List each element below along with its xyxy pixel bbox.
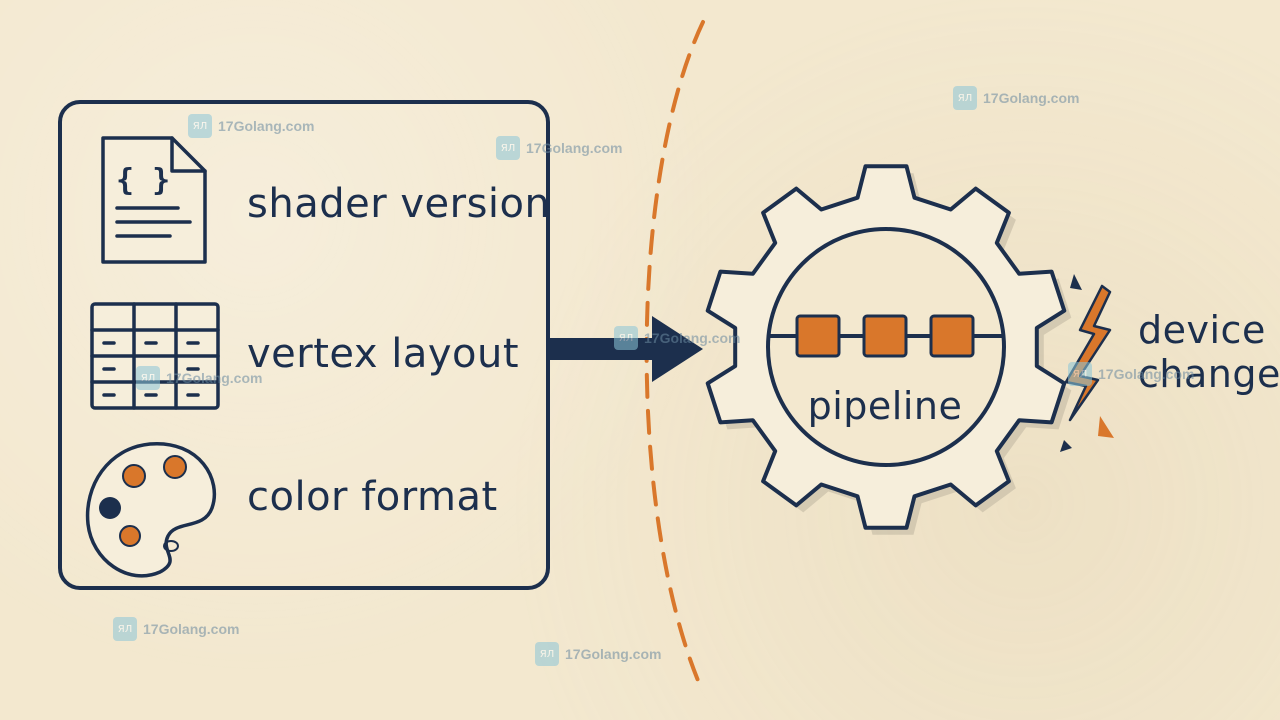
input-label-shader-version: shader version bbox=[247, 181, 551, 227]
watermark: ЯЛ 17Golang.com bbox=[1068, 362, 1194, 386]
watermark-text: 17Golang.com bbox=[143, 621, 240, 637]
input-label-vertex-layout: vertex layout bbox=[247, 331, 520, 377]
watermark: ЯЛ 17Golang.com bbox=[188, 114, 314, 138]
watermark: ЯЛ 17Golang.com bbox=[496, 136, 622, 160]
pipeline-label: pipeline bbox=[807, 384, 963, 428]
color-palette-icon bbox=[85, 442, 217, 578]
watermark-text: 17Golang.com bbox=[526, 140, 623, 156]
svg-text:{ }: { } bbox=[116, 163, 170, 198]
watermark-logo: ЯЛ bbox=[953, 86, 977, 110]
device-change-line-2: change bbox=[1138, 352, 1280, 396]
watermark: ЯЛ 17Golang.com bbox=[953, 86, 1079, 110]
watermark-logo: ЯЛ bbox=[1068, 362, 1092, 386]
watermark-text: 17Golang.com bbox=[218, 118, 315, 134]
watermark-logo: ЯЛ bbox=[535, 642, 559, 666]
watermark-logo: ЯЛ bbox=[113, 617, 137, 641]
watermark-text: 17Golang.com bbox=[565, 646, 662, 662]
document-code-icon: { } bbox=[101, 136, 207, 264]
watermark: ЯЛ 17Golang.com bbox=[113, 617, 239, 641]
lightning-crack-icon bbox=[1060, 274, 1114, 452]
watermark-text: 17Golang.com bbox=[983, 90, 1080, 106]
watermark-logo: ЯЛ bbox=[136, 366, 160, 390]
watermark: ЯЛ 17Golang.com bbox=[614, 326, 740, 350]
watermark: ЯЛ 17Golang.com bbox=[535, 642, 661, 666]
input-label-color-format: color format bbox=[247, 474, 498, 520]
watermark-text: 17Golang.com bbox=[1098, 366, 1195, 382]
watermark-logo: ЯЛ bbox=[496, 136, 520, 160]
watermark: ЯЛ 17Golang.com bbox=[136, 366, 262, 390]
gear-icon bbox=[705, 164, 1072, 535]
table-grid-icon bbox=[90, 302, 220, 410]
watermark-text: 17Golang.com bbox=[644, 330, 741, 346]
watermark-logo: ЯЛ bbox=[614, 326, 638, 350]
device-change-line-1: device bbox=[1138, 308, 1266, 352]
watermark-text: 17Golang.com bbox=[166, 370, 263, 386]
device-change-label: device change bbox=[1138, 308, 1280, 396]
watermark-logo: ЯЛ bbox=[188, 114, 212, 138]
